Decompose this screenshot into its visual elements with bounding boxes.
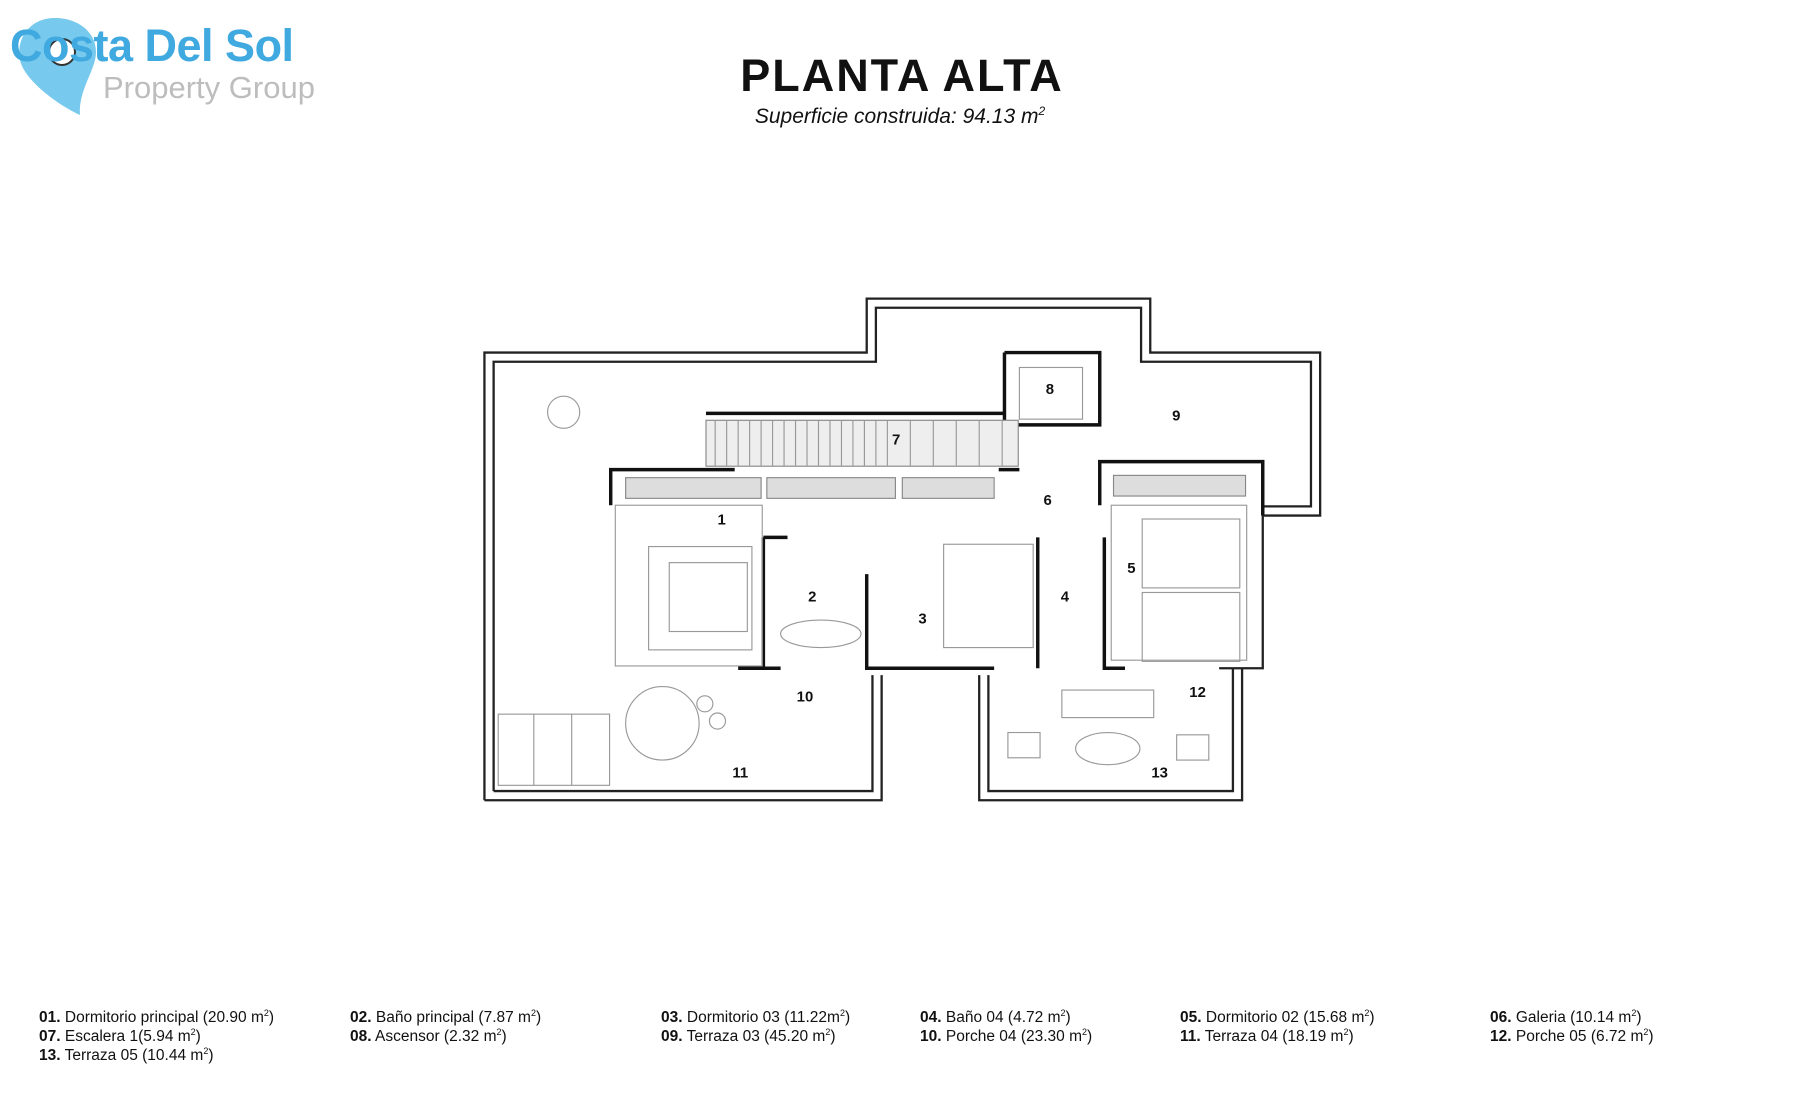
map-pin-icon: [19, 18, 96, 115]
room-label-11: 11: [732, 764, 748, 781]
room-label-5: 5: [1127, 560, 1135, 577]
room-label-10: 10: [797, 689, 814, 706]
logo-main-text: Costa Del Sol: [10, 20, 294, 71]
room-label-6: 6: [1043, 492, 1051, 509]
legend-item: 12. Porche 05 (6.72 m2): [1490, 1027, 1654, 1046]
logo-sub-text: Property Group: [103, 70, 315, 105]
outer-walls: [483, 297, 1322, 802]
legend-item: 03. Dormitorio 03 (11.22m2): [661, 1008, 851, 1027]
legend-item: 09. Terraza 03 (45.20 m2): [661, 1027, 836, 1046]
company-logo: Costa Del Sol Property Group: [8, 10, 338, 120]
room-label-1: 1: [717, 512, 725, 529]
stairs: [714, 420, 1003, 467]
room-label-8: 8: [1046, 381, 1054, 398]
legend-item: 02. Baño principal (7.87 m2): [350, 1008, 542, 1027]
room-label-4: 4: [1061, 589, 1070, 606]
room-label-12: 12: [1189, 684, 1206, 701]
page-title: PLANTA ALTA: [740, 50, 1064, 101]
room-label-7: 7: [892, 431, 900, 448]
furniture: [497, 366, 1248, 786]
legend-item: 11. Terraza 04 (18.19 m2): [1180, 1027, 1354, 1046]
legend-item: 04. Baño 04 (4.72 m2): [920, 1008, 1071, 1027]
legend-item: 13. Terraza 05 (10.44 m2): [39, 1046, 214, 1065]
room-labels: 1 2 3 4 5 6 7 8 9 10 11 12 13: [717, 381, 1205, 781]
legend-item: 10. Porche 04 (23.30 m2): [920, 1027, 1093, 1046]
legend-item: 01. Dormitorio principal (20.90 m2): [39, 1008, 275, 1027]
room-label-9: 9: [1172, 407, 1180, 424]
interior-walls: [608, 350, 1265, 670]
room-label-2: 2: [808, 589, 816, 606]
page-subtitle: Superficie construida: 94.13 m2: [754, 104, 1046, 128]
wardrobes: [625, 419, 1247, 499]
legend-item: 08. Ascensor (2.32 m2): [350, 1027, 507, 1046]
legend-item: 05. Dormitorio 02 (15.68 m2): [1180, 1008, 1375, 1027]
legend-item: 06. Galeria (10.14 m2): [1490, 1008, 1642, 1027]
room-label-13: 13: [1151, 764, 1168, 781]
legend-item: 07. Escalera 1(5.94 m2): [39, 1027, 201, 1046]
room-label-3: 3: [918, 610, 926, 627]
